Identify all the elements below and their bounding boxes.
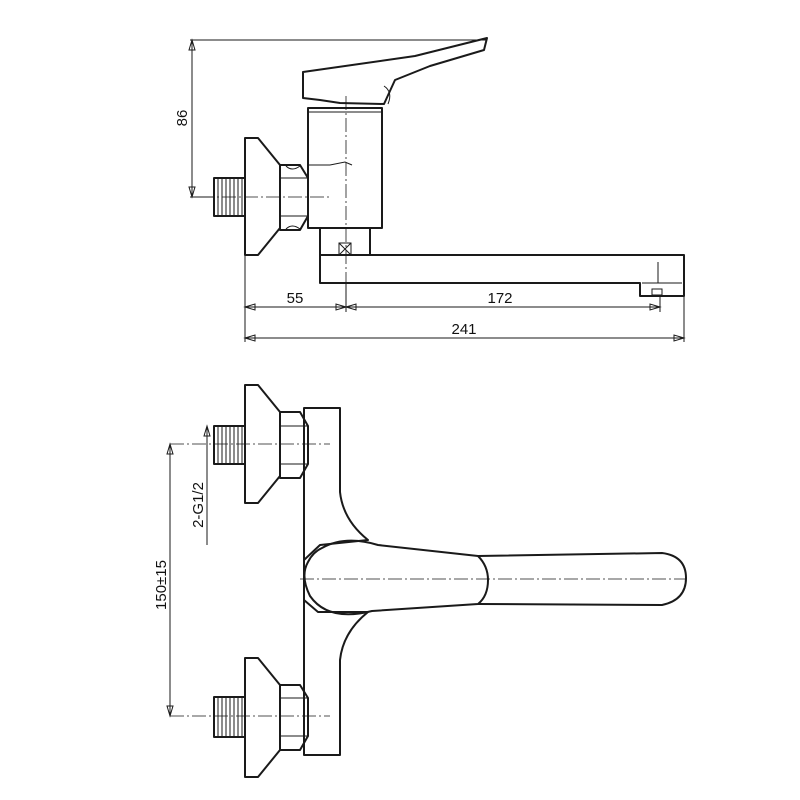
side-swivel-collar (319, 227, 371, 256)
side-wall-flange (244, 137, 281, 256)
dim-label-spacing: 150±15 (153, 560, 170, 610)
side-mixer-body (307, 107, 383, 229)
front-mixer-body (303, 407, 369, 756)
front-view (170, 384, 687, 778)
front-lever-handle (303, 539, 687, 616)
dim-label-height: 86 (174, 110, 191, 127)
side-view (200, 37, 685, 300)
dim-label-spout: 172 (487, 290, 512, 307)
dim-label-thread: 2-G1/2 (190, 482, 207, 528)
dim-label-offset: 55 (287, 290, 304, 307)
dim-label-total: 241 (451, 321, 476, 338)
side-dimensions (188, 38, 686, 342)
side-lever-handle (302, 37, 488, 105)
front-lower-inlet (213, 657, 309, 778)
side-hex-nut (279, 164, 309, 231)
front-dimensions (166, 424, 211, 718)
side-spout (319, 254, 685, 297)
